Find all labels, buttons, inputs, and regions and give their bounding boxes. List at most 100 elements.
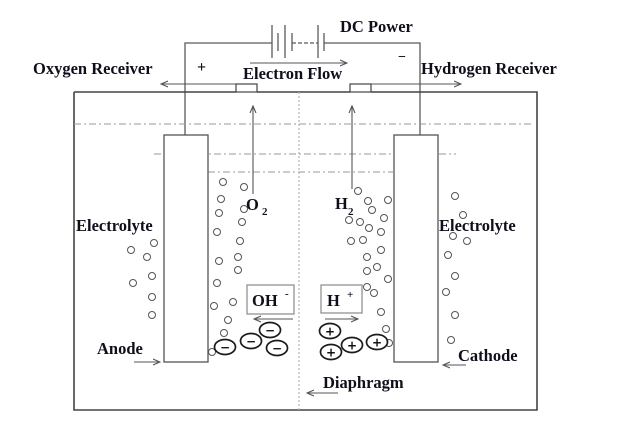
gas-bubble (451, 192, 459, 200)
gas-bubble (127, 246, 135, 254)
anode-wire (184, 42, 272, 135)
gas-bubble (150, 239, 158, 247)
gas-bubble (449, 232, 457, 240)
oxygen-outlet-port (235, 83, 258, 93)
oxygen-receiver-label: Oxygen Receiver (33, 59, 153, 78)
anode-electrode (163, 134, 209, 363)
gas-bubble (363, 267, 371, 275)
gas-bubble (370, 289, 378, 297)
gas-bubble (354, 187, 362, 195)
hydrogen-gas-symbol: H (335, 194, 348, 213)
gas-bubble (364, 197, 372, 205)
battery-icon (271, 25, 325, 58)
gas-bubble (234, 266, 242, 274)
gas-bubble (220, 329, 228, 337)
gas-bubble (363, 253, 371, 261)
hydroxide-anion: − (239, 332, 263, 350)
gas-bubble (380, 214, 388, 222)
gas-bubble (444, 251, 452, 259)
gas-bubble (368, 206, 376, 214)
diaphragm-label: Diaphragm (323, 373, 404, 392)
gas-bubble (377, 246, 385, 254)
gas-bubble (373, 263, 381, 271)
gas-bubble (234, 253, 242, 261)
gas-bubble (229, 298, 237, 306)
power-circuit (184, 25, 421, 135)
cathode-label: Cathode (458, 346, 518, 365)
cathode-wire (324, 42, 421, 135)
gas-bubble (442, 288, 450, 296)
hydroxide-anion: − (265, 339, 289, 357)
gas-bubble (365, 224, 373, 232)
electrolyte-label-left: Electrolyte (76, 216, 153, 235)
hydrogen-ion-charge: + (347, 289, 353, 301)
gas-bubble (240, 205, 248, 213)
hydrogen-ion-box (320, 284, 363, 314)
hydrogen-cation-sign: + (326, 346, 336, 360)
hydrogen-cation-sign: + (347, 339, 357, 353)
hydrogen-cation: + (340, 336, 364, 354)
gas-bubble (148, 272, 156, 280)
gas-bubble (459, 211, 467, 219)
hydrogen-cation-sign: + (372, 336, 382, 350)
hydroxide-anion-sign: − (246, 335, 256, 349)
gas-bubble (224, 316, 232, 324)
cathode-electrode (393, 134, 439, 363)
gas-bubble (356, 218, 364, 226)
hydrogen-gas-subscript: 2 (348, 206, 354, 218)
ions-group: −−−−++++ (213, 321, 389, 361)
gas-bubble (215, 209, 223, 217)
gas-bubble (213, 228, 221, 236)
gas-bubble (148, 311, 156, 319)
dc-power-label: DC Power (340, 17, 413, 36)
gas-bubble (447, 336, 455, 344)
electrolysis-tank (73, 91, 538, 411)
gas-bubble (236, 237, 244, 245)
hydrogen-cation: + (318, 322, 342, 340)
oxygen-gas-symbol: O (246, 195, 259, 214)
electron-flow-label: Electron Flow (243, 64, 342, 83)
hydroxide-anion-sign: − (265, 324, 275, 338)
hydrogen-ion-symbol: H (327, 291, 340, 310)
gas-bubble (345, 216, 353, 224)
gas-bubble (384, 275, 392, 283)
hydroxide-ion-charge: - (285, 288, 289, 300)
gas-bubble (363, 283, 371, 291)
gas-bubble (359, 236, 367, 244)
hydroxide-anion: − (258, 321, 282, 339)
gas-bubble (347, 237, 355, 245)
gas-bubble (210, 302, 218, 310)
hydrogen-cation: + (319, 343, 343, 361)
hydroxide-anion-sign: − (220, 341, 230, 355)
hydroxide-anion-sign: − (272, 342, 282, 356)
hydroxide-anion: − (213, 338, 237, 356)
gas-bubble (382, 325, 390, 333)
gas-bubble (219, 178, 227, 186)
gas-bubble (377, 308, 385, 316)
hydrogen-cation-sign: + (325, 325, 335, 339)
gas-bubble (143, 253, 151, 261)
hydrogen-cation: + (365, 333, 389, 351)
gas-bubble (377, 228, 385, 236)
anode-label: Anode (97, 339, 143, 358)
negative-terminal-sign: − (398, 50, 406, 65)
gas-bubble (129, 279, 137, 287)
gas-bubble (148, 293, 156, 301)
hydroxide-ion-box (246, 284, 295, 315)
gas-bubble (217, 195, 225, 203)
gas-bubble (463, 237, 471, 245)
gas-bubble (238, 218, 246, 226)
gas-bubble (215, 257, 223, 265)
hydrogen-receiver-label: Hydrogen Receiver (421, 59, 557, 78)
hydrogen-outlet-port (349, 83, 372, 93)
electrolyte-label-right: Electrolyte (439, 216, 516, 235)
gas-bubble (451, 311, 459, 319)
gas-bubble (208, 348, 216, 356)
gas-bubble (451, 272, 459, 280)
gas-bubbles (127, 178, 471, 356)
gas-bubble (213, 279, 221, 287)
gas-bubble (384, 196, 392, 204)
gas-bubble (240, 183, 248, 191)
hydroxide-ion-symbol: OH (252, 291, 278, 310)
